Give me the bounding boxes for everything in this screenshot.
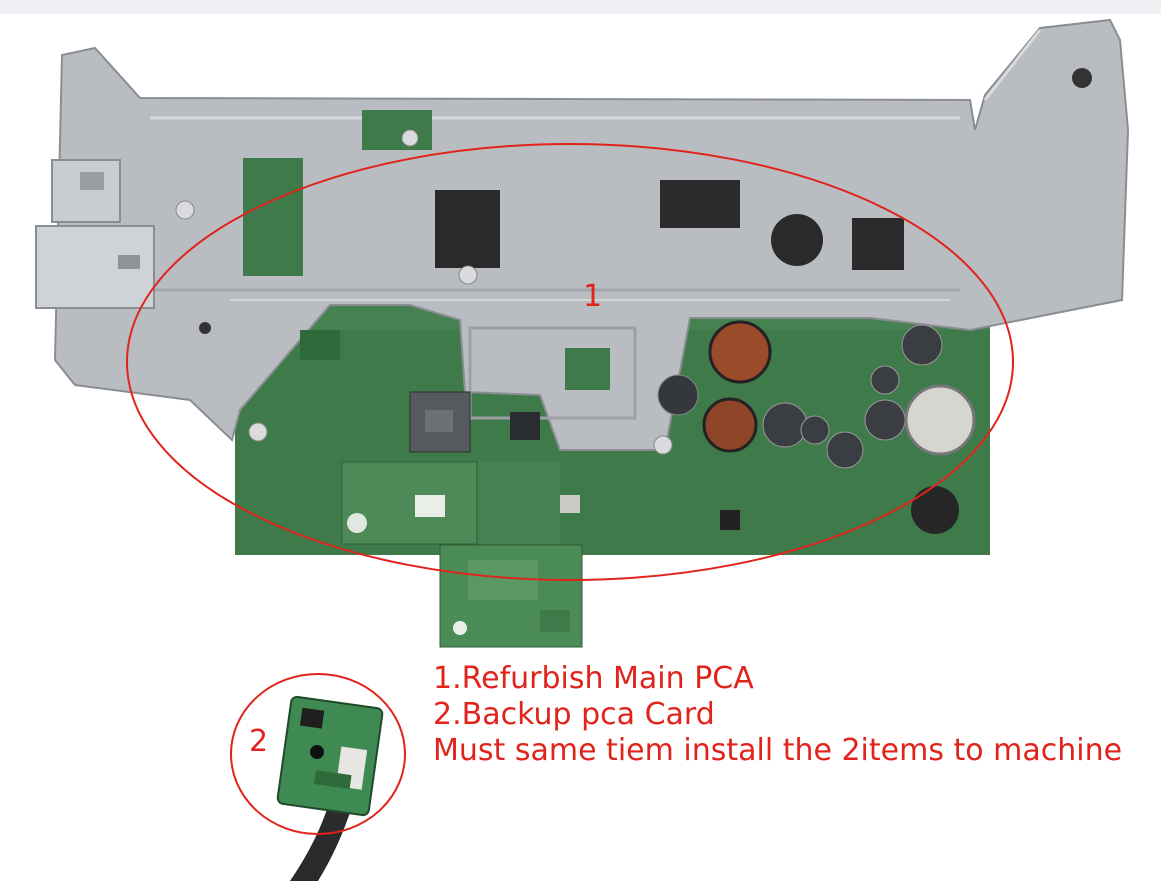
bracket-cutout [243,158,303,276]
capacitor [800,415,830,445]
main-pca-assembly [35,18,1130,555]
emmc-module [341,461,478,545]
capacitor [826,431,864,469]
bracket-hole [1072,68,1092,88]
capacitor [901,324,943,366]
capacitor [870,365,900,395]
foam-pad [660,180,740,228]
bracket-window [565,348,610,390]
backup-card-circle [230,673,406,835]
foam-pad [435,190,500,268]
foam-pad [852,218,904,270]
screw [175,200,195,220]
screw [653,435,673,455]
capacitor [864,399,906,441]
screw [248,422,268,442]
screw [199,322,211,334]
bracket-cutout [362,110,432,150]
annotation-caption: 1.Refurbish Main PCA 2.Backup pca Card M… [433,661,1153,769]
cable [290,800,352,881]
top-strip [0,0,1161,14]
bracket-window [468,326,637,420]
buzzer [911,486,959,534]
coin-battery [904,384,976,456]
capacitor [762,402,808,448]
main-pca-marker: 1 [583,279,603,314]
main-pca-circle [126,143,1014,581]
caption-line-3: Must same tiem install the 2items to mac… [433,733,1123,768]
inductor [708,320,772,384]
usb-port [51,159,121,223]
screw [458,265,478,285]
caption-line-1: 1.Refurbish Main PCA [433,661,754,696]
inductor [702,397,758,453]
screw [401,129,419,147]
capacitor [657,374,699,416]
backup-card-connector [439,544,583,648]
caption-line-2: 2.Backup pca Card [433,697,715,732]
bracket-hole [771,214,823,266]
backup-card-marker: 2 [249,724,269,759]
metal-bracket [53,18,1130,451]
hp-logo [347,513,367,533]
chip [510,412,540,440]
backup-pca-card [276,695,384,881]
